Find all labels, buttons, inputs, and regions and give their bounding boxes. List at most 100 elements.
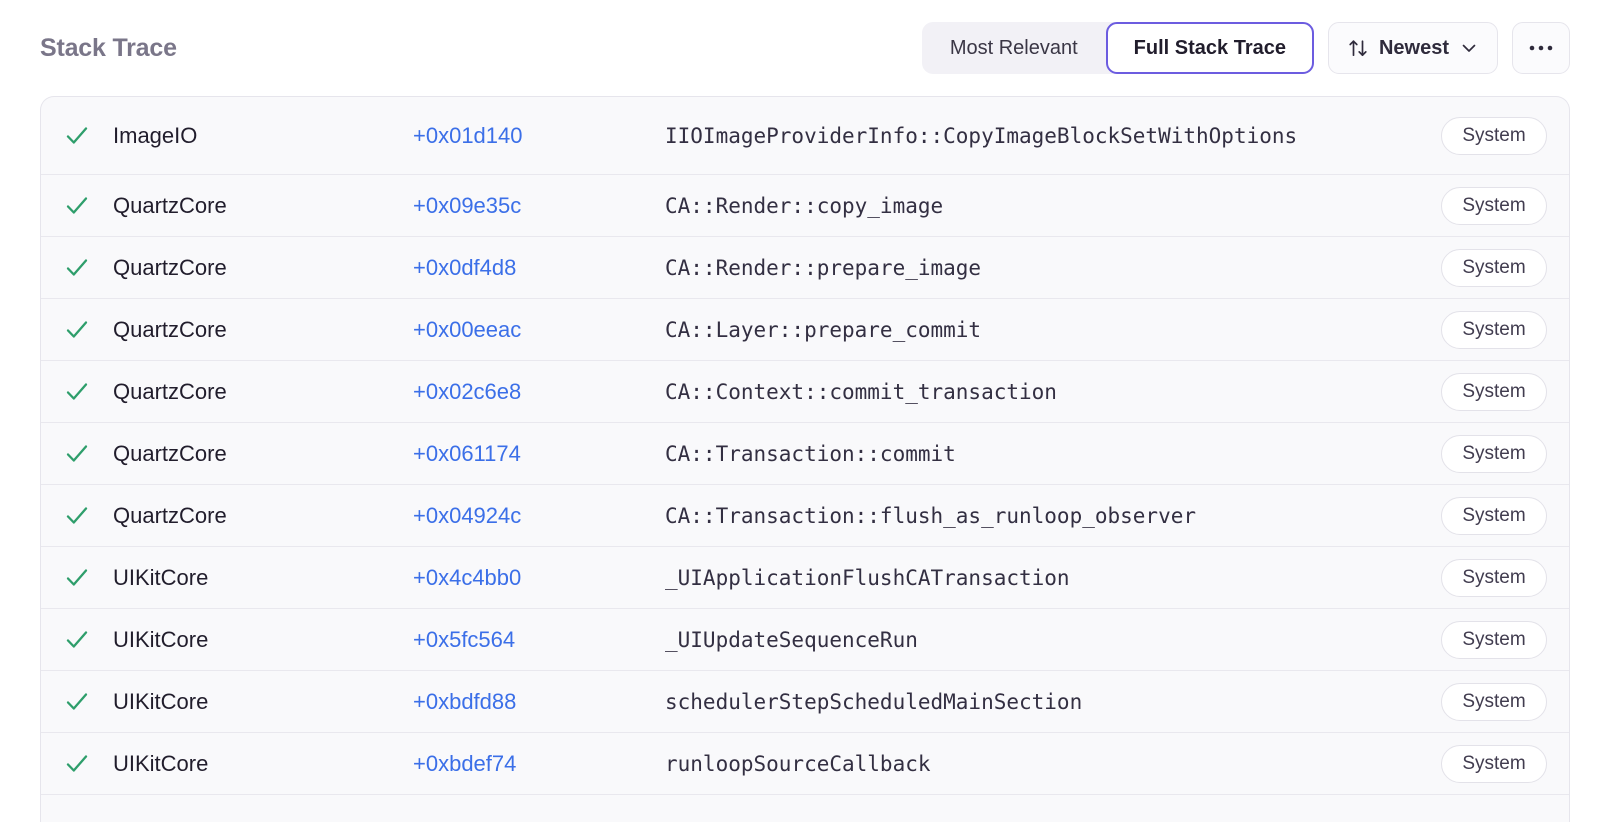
frame-status-cell	[41, 749, 113, 779]
frame-symbol: CA::Transaction::flush_as_runloop_observ…	[665, 503, 1197, 528]
frame-offset-link[interactable]: +0x0df4d8	[413, 254, 517, 280]
frame-binary: QuartzCore	[113, 192, 227, 218]
frame-binary: QuartzCore	[113, 378, 227, 404]
table-row[interactable]: ImageIO +0x01d140 IIOImageProviderInfo::Co…	[41, 97, 1569, 175]
table-row[interactable]: QuartzCore +0x09e35c CA::Render::copy_imag…	[41, 175, 1569, 237]
status-badge: System	[1441, 620, 1547, 659]
view-toggle-segmented-control[interactable]: Most Relevant Full Stack Trace	[921, 22, 1314, 74]
frame-tag-cell: System	[1419, 620, 1569, 659]
frame-offset-link[interactable]: +0x04924c	[413, 502, 522, 528]
frame-tag-cell: System	[1419, 558, 1569, 597]
frame-binary: UIKitCore	[113, 626, 209, 652]
frame-status-cell	[41, 687, 113, 717]
frame-offset-link[interactable]: +0x02c6e8	[413, 378, 522, 404]
status-badge: System	[1441, 248, 1547, 287]
status-badge: System	[1441, 434, 1547, 473]
status-badge: System	[1441, 744, 1547, 783]
sort-label: Newest	[1378, 36, 1449, 59]
frame-status-cell	[41, 253, 113, 283]
table-row[interactable]: UIKitCore +0xbdfd88 schedulerStepScheduled…	[41, 671, 1569, 733]
frame-status-cell	[41, 439, 113, 469]
table-row[interactable]: UIKitCore +0x4c4bb0 _UIApplicationFlushCAT…	[41, 547, 1569, 609]
check-icon	[62, 687, 92, 717]
sort-button[interactable]: Newest	[1327, 22, 1498, 74]
frame-tag-cell: System	[1419, 682, 1569, 721]
frame-symbol: CA::Render::prepare_image	[665, 255, 982, 280]
status-badge: System	[1441, 116, 1547, 155]
frame-offset-link[interactable]: +0xbdfd88	[413, 688, 517, 714]
tab-most-relevant[interactable]: Most Relevant	[949, 36, 1078, 59]
status-badge: System	[1441, 682, 1547, 721]
table-row[interactable]: QuartzCore +0x02c6e8 CA::Context::commit_t…	[41, 361, 1569, 423]
frame-status-cell	[41, 377, 113, 407]
table-row[interactable]: UIKitCore +0xbdef74 runloopSourceCallback S…	[41, 733, 1569, 795]
ellipsis-icon	[1528, 43, 1554, 53]
table-row[interactable]: QuartzCore +0x00eeac CA::Layer::prepare_co…	[41, 299, 1569, 361]
frame-symbol: schedulerStepScheduledMainSection	[665, 689, 1083, 714]
frame-binary: UIKitCore	[113, 564, 209, 590]
frame-symbol: CA::Layer::prepare_commit	[665, 317, 982, 342]
frame-tag-cell: System	[1419, 186, 1569, 225]
panel-header: Stack Trace Most Relevant Full Stack Tra…	[0, 0, 1614, 96]
check-icon	[62, 625, 92, 655]
frame-offset-link[interactable]: +0x00eeac	[413, 316, 522, 342]
frame-offset-link[interactable]: +0x4c4bb0	[413, 564, 522, 590]
frame-offset-link[interactable]: +0x01d140	[413, 122, 523, 148]
page-title: Stack Trace	[40, 33, 177, 62]
frame-status-cell	[41, 563, 113, 593]
frame-binary: QuartzCore	[113, 502, 227, 528]
tab-full-stack-trace[interactable]: Full Stack Trace	[1105, 22, 1314, 74]
status-badge: System	[1441, 310, 1547, 349]
frame-status-cell	[41, 501, 113, 531]
status-badge: System	[1441, 186, 1547, 225]
frame-tag-cell: System	[1419, 496, 1569, 535]
frame-binary: QuartzCore	[113, 440, 227, 466]
frame-symbol: runloopSourceCallback	[665, 751, 931, 776]
table-row[interactable]: QuartzCore +0x061174 CA::Transaction::comm…	[41, 423, 1569, 485]
frame-status-cell	[41, 625, 113, 655]
table-row[interactable]: QuartzCore +0x0df4d8 CA::Render::prepare_i…	[41, 237, 1569, 299]
frame-status-cell	[41, 121, 113, 151]
frame-status-cell	[41, 191, 113, 221]
check-icon	[62, 563, 92, 593]
frame-tag-cell: System	[1419, 372, 1569, 411]
frame-binary: QuartzCore	[113, 254, 227, 280]
frame-tag-cell: System	[1419, 248, 1569, 287]
frame-tag-cell: System	[1419, 116, 1569, 155]
check-icon	[62, 315, 92, 345]
check-icon	[62, 191, 92, 221]
frame-symbol: CA::Context::commit_transaction	[665, 379, 1057, 404]
check-icon	[62, 377, 92, 407]
sort-arrows-icon	[1347, 37, 1369, 59]
stack-frame-list[interactable]: ImageIO +0x01d140 IIOImageProviderInfo::Co…	[40, 96, 1570, 822]
check-icon	[62, 749, 92, 779]
more-options-button[interactable]	[1512, 22, 1570, 74]
check-icon	[62, 121, 92, 151]
check-icon	[62, 439, 92, 469]
status-badge: System	[1441, 372, 1547, 411]
status-badge: System	[1441, 558, 1547, 597]
frame-symbol: CA::Transaction::commit	[665, 441, 956, 466]
frame-symbol: IIOImageProviderInfo::CopyImageBlockSetW…	[665, 123, 1298, 148]
frame-symbol: CA::Render::copy_image	[665, 193, 944, 218]
table-row[interactable]: UIKitCore +0x5fc564 _UIUpdateSequenceRun Sy…	[41, 609, 1569, 671]
status-badge: System	[1441, 496, 1547, 535]
frame-binary: QuartzCore	[113, 316, 227, 342]
frame-status-cell	[41, 315, 113, 345]
frame-binary: ImageIO	[113, 122, 198, 148]
frame-tag-cell: System	[1419, 434, 1569, 473]
frame-offset-link[interactable]: +0x061174	[413, 440, 521, 466]
frame-offset-link[interactable]: +0x5fc564	[413, 626, 516, 652]
frame-offset-link[interactable]: +0xbdef74	[413, 750, 517, 776]
check-icon	[62, 253, 92, 283]
frame-offset-link[interactable]: +0x09e35c	[413, 192, 522, 218]
frame-symbol: _UIApplicationFlushCATransaction	[665, 565, 1070, 590]
frame-symbol: _UIUpdateSequenceRun	[665, 627, 918, 652]
table-row[interactable]: QuartzCore +0x04924c CA::Transaction::flus…	[41, 485, 1569, 547]
frame-tag-cell: System	[1419, 310, 1569, 349]
check-icon	[62, 501, 92, 531]
frame-binary: UIKitCore	[113, 688, 209, 714]
frame-binary: UIKitCore	[113, 750, 209, 776]
header-controls: Most Relevant Full Stack Trace Newest	[921, 22, 1570, 74]
